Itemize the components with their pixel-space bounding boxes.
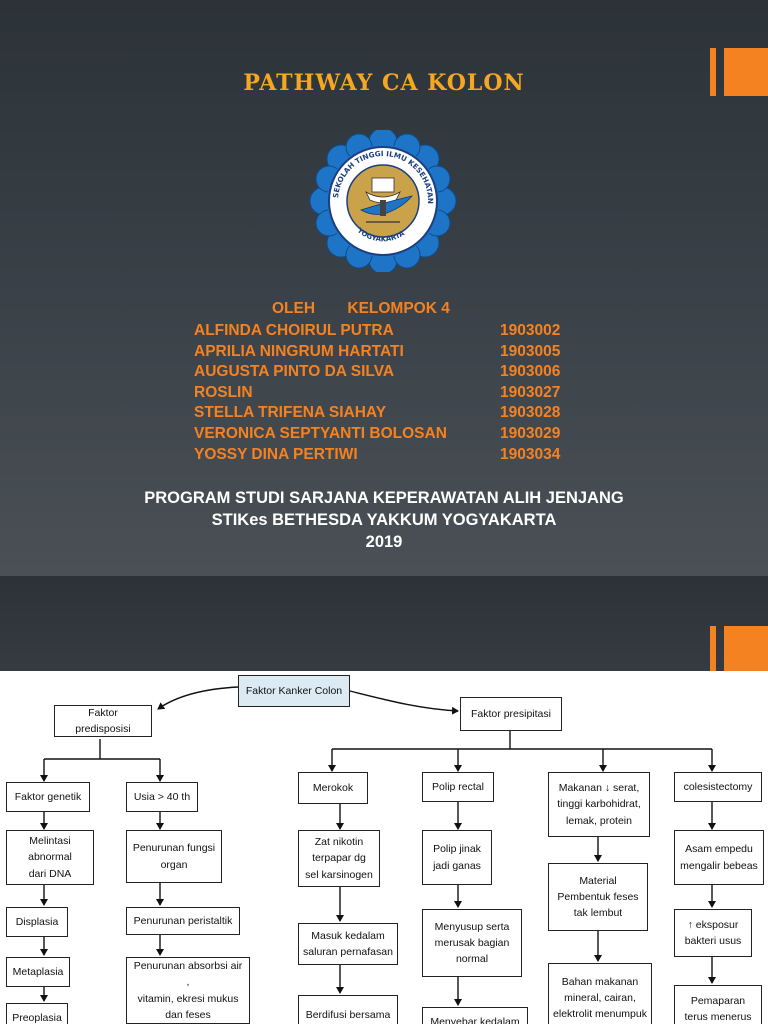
merokok-step-3: Berdifusi bersama bbox=[298, 995, 398, 1024]
genetik-step-2: Displasia bbox=[6, 907, 68, 937]
member-name: STELLA TRIFENA SIAHAY bbox=[194, 404, 387, 422]
member-nim: 1903029 bbox=[500, 424, 561, 442]
usia-step-1: Penurunan fungsi organ bbox=[126, 830, 222, 883]
polip-step-1: Polip jinak jadi ganas bbox=[422, 830, 492, 885]
usia-box: Usia > 40 th bbox=[126, 782, 198, 812]
polip-step-3: Menyebar kedalam bbox=[422, 1007, 528, 1024]
member-name: AUGUSTA PINTO DA SILVA bbox=[194, 363, 395, 381]
usia-step-3: Penurunan absorbsi air , vitamin, ekresi… bbox=[126, 957, 250, 1024]
institution-logo: SEKOLAH TINGGI ILMU KESEHATAN BETHESDA Y… bbox=[306, 130, 457, 272]
accent-bars bbox=[710, 48, 768, 96]
kolesis-box: colesistectomy bbox=[674, 772, 762, 802]
group-label: KELOMPOK 4 bbox=[347, 300, 450, 317]
polip-box: Polip rectal bbox=[422, 772, 494, 802]
connector-lines bbox=[40, 686, 716, 1006]
second-slide-header bbox=[0, 576, 768, 674]
program-year: 2019 bbox=[365, 533, 403, 551]
genetik-step-4: Preoplasia bbox=[6, 1003, 68, 1024]
genetik-box: Faktor genetik bbox=[6, 782, 90, 812]
member-row: ROSLIN 1903027 bbox=[194, 383, 614, 404]
member-nim: 1903006 bbox=[500, 363, 561, 381]
program-info: PROGRAM STUDI SARJANA KEPERAWATAN ALIH J… bbox=[0, 487, 768, 553]
presipitasi-box: Faktor presipitasi bbox=[460, 697, 562, 731]
member-row: APRILIA NINGRUM HARTATI 1903005 bbox=[194, 342, 614, 363]
merokok-box: Merokok bbox=[298, 772, 368, 804]
member-row: VERONICA SEPTYANTI BOLOSAN 1903029 bbox=[194, 424, 614, 445]
makanan-box: Makanan ↓ serat, tinggi karbohidrat, lem… bbox=[548, 772, 650, 837]
member-name: ROSLIN bbox=[194, 383, 253, 401]
kolesis-step-3: Pemaparan terus menerus bbox=[674, 985, 762, 1024]
member-nim: 1903027 bbox=[500, 383, 561, 401]
member-nim: 1903034 bbox=[500, 445, 561, 463]
predisposisi-box: Faktor predisposisi bbox=[54, 705, 152, 737]
oleh-label: OLEH bbox=[272, 300, 316, 317]
makanan-step-2: Bahan makanan mineral, cairan, elektroli… bbox=[548, 963, 652, 1024]
accent-bars bbox=[710, 626, 768, 674]
makanan-step-1: Material Pembentuk feses tak lembut bbox=[548, 863, 648, 931]
group-members: OLEH KELOMPOK 4 ALFINDA CHOIRUL PUTRA 190… bbox=[194, 300, 614, 465]
polip-step-2: Menyusup serta merusak bagian normal bbox=[422, 909, 522, 977]
member-nim: 1903028 bbox=[500, 404, 561, 422]
merokok-step-2: Masuk kedalam saluran pernafasan bbox=[298, 923, 398, 965]
member-row: AUGUSTA PINTO DA SILVA 1903006 bbox=[194, 362, 614, 383]
program-line-2: STIKes BETHESDA YAKKUM YOGYAKARTA bbox=[211, 511, 557, 529]
member-row: ALFINDA CHOIRUL PUTRA 1903002 bbox=[194, 321, 614, 342]
program-line-1: PROGRAM STUDI SARJANA KEPERAWATAN ALIH J… bbox=[144, 489, 624, 507]
merokok-step-1: Zat nikotin terpapar dg sel karsinogen bbox=[298, 830, 380, 887]
root-box: Faktor Kanker Colon bbox=[238, 675, 350, 707]
member-nim: 1903002 bbox=[500, 322, 561, 339]
member-row: YOSSY DINA PERTIWI 1903034 bbox=[194, 445, 614, 466]
member-name: YOSSY DINA PERTIWI bbox=[194, 445, 358, 463]
member-name: APRILIA NINGRUM HARTATI bbox=[194, 342, 404, 360]
slide-title: PATHWAY CA KOLON bbox=[243, 70, 525, 96]
usia-step-2: Penurunan peristaltik bbox=[126, 907, 240, 935]
pathway-diagram: Faktor Kanker Colon Faktor predisposisi … bbox=[0, 671, 768, 1024]
genetik-step-1: Melintasi abnormal dari DNA bbox=[6, 830, 94, 885]
genetik-step-3: Metaplasia bbox=[6, 957, 70, 987]
member-nim: 1903005 bbox=[500, 342, 561, 360]
member-name: VERONICA SEPTYANTI BOLOSAN bbox=[194, 424, 447, 442]
kolesis-step-1: Asam empedu mengalir bebeas bbox=[674, 830, 764, 885]
member-name: ALFINDA CHOIRUL PUTRA bbox=[194, 322, 394, 339]
kolesis-step-2: ↑ eksposur bakteri usus bbox=[674, 909, 752, 957]
title-slide: PATHWAY CA KOLON SEKOLAH TINGGI ILMU KES… bbox=[0, 0, 768, 576]
member-row: STELLA TRIFENA SIAHAY 1903028 bbox=[194, 403, 614, 424]
